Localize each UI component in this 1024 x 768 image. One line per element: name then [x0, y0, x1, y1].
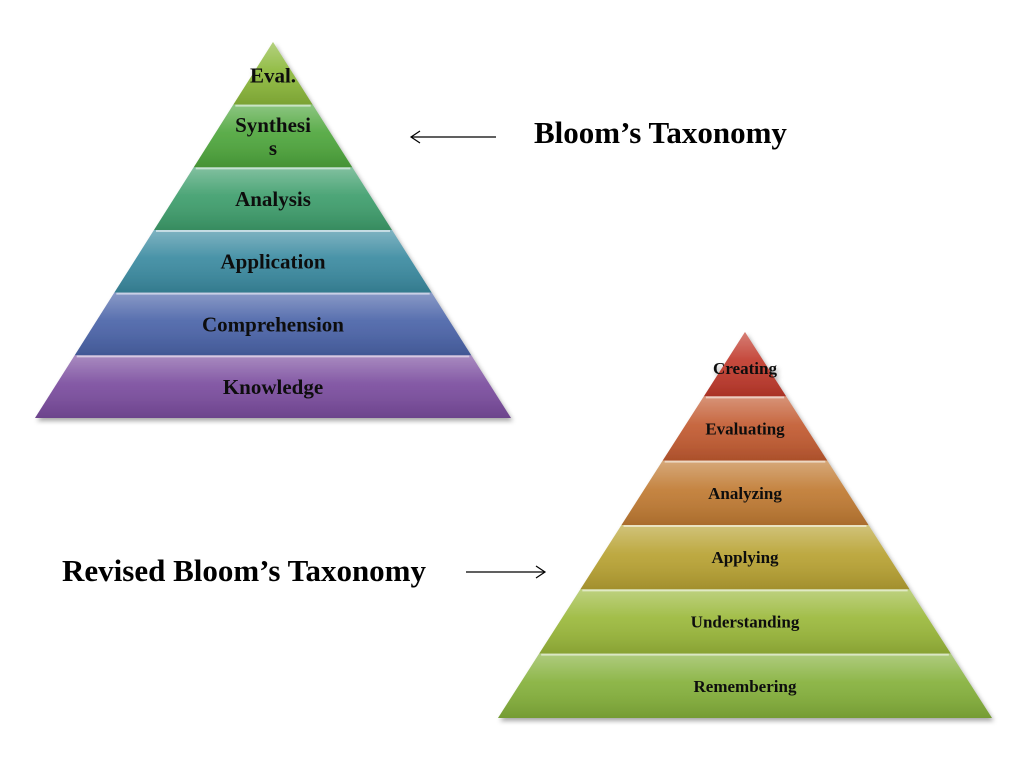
pyramid-level: Applying [580, 525, 910, 590]
pyramid-level-label: Knowledge [223, 375, 323, 399]
pyramid-level: Knowledge [35, 355, 511, 418]
pyramid-level-gloss [539, 589, 951, 654]
pyramid-level: Creating [703, 332, 787, 397]
pyramid-level: Eval. [233, 42, 313, 105]
pyramid-level-gloss [662, 396, 828, 461]
pyramid-level-label: Creating [713, 359, 777, 378]
pyramid-level-label: Analysis [235, 187, 311, 211]
pyramid-level: Remembering [498, 653, 992, 718]
pyramid-level-gloss [193, 104, 353, 168]
revised-bloom-taxonomy-title: Revised Bloom’s Taxonomy [62, 553, 427, 588]
pyramid-level: Comprehension [74, 292, 472, 356]
pyramid-level: Understanding [539, 589, 951, 654]
pyramid-level-gloss [74, 292, 472, 356]
pyramid-level: Analyzing [621, 460, 869, 525]
pyramid-level-label: Applying [711, 548, 779, 567]
pyramid-level: Application [114, 230, 432, 293]
left-arrow-icon [409, 130, 496, 144]
pyramid-level-gloss [498, 653, 992, 718]
pyramid-level-gloss [35, 355, 511, 418]
pyramid-level-gloss [703, 332, 787, 397]
pyramid-level-label: Analyzing [708, 484, 782, 503]
pyramid-level-gloss [233, 42, 313, 105]
pyramid-level: Evaluating [662, 396, 828, 461]
right-arrow-icon [466, 565, 547, 579]
pyramid-level-label: Remembering [694, 677, 797, 696]
bloom-taxonomy-title: Bloom’s Taxonomy [534, 115, 787, 150]
pyramid-level-gloss [621, 460, 869, 525]
pyramid-level-gloss [114, 230, 432, 293]
pyramid-level: Analysis [154, 167, 392, 230]
pyramid-level-gloss [154, 167, 392, 230]
revised-bloom-pyramid: CreatingEvaluatingAnalyzingApplyingUnder… [498, 332, 992, 718]
pyramid-level-gloss [580, 525, 910, 590]
pyramid-level-label: Eval. [250, 64, 296, 88]
pyramid-level-label: Comprehension [202, 312, 344, 336]
pyramid-level-label: Evaluating [705, 419, 785, 438]
pyramid-level-label: Understanding [691, 612, 800, 631]
pyramid-level-label: Application [220, 250, 325, 274]
